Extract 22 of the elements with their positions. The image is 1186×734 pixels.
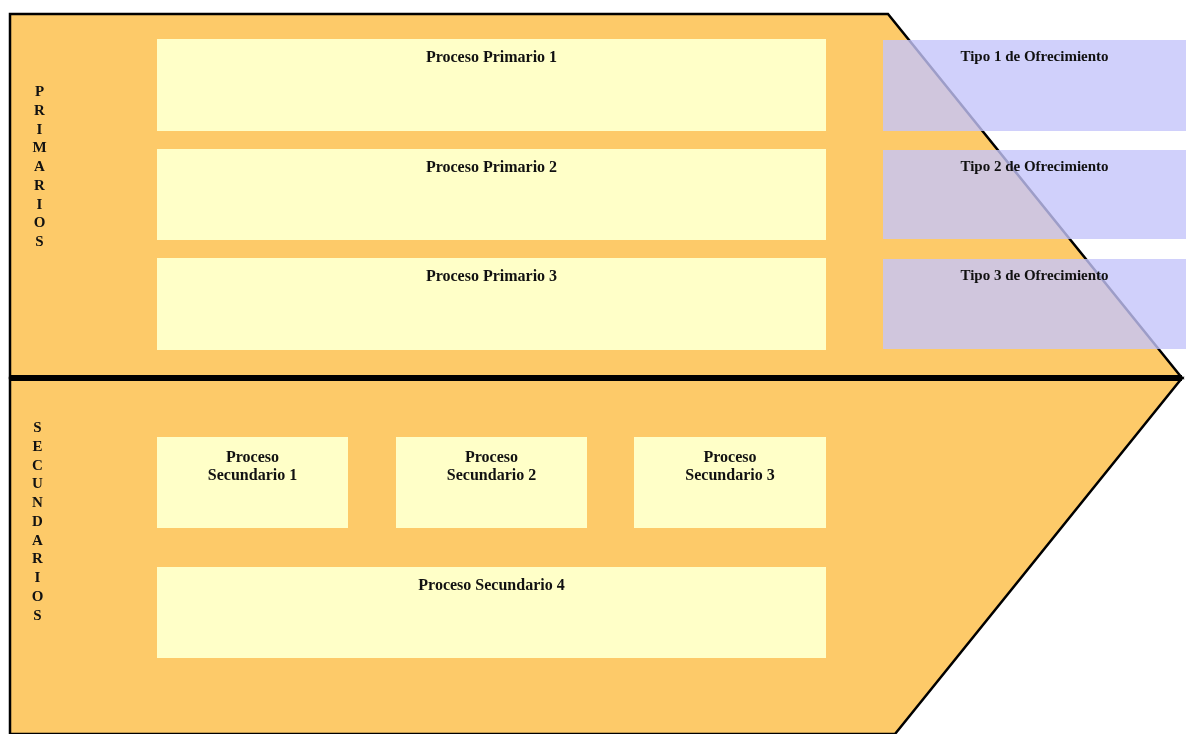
process-box	[157, 149, 826, 240]
box-label: Tipo 1 de Ofrecimiento	[960, 48, 1109, 65]
process-box	[157, 437, 348, 528]
box-label: Proceso Secundario 3	[684, 448, 776, 484]
chevron-band	[10, 378, 1183, 734]
box-label: Proceso Primario 2	[425, 158, 558, 176]
box-label: Tipo 3 de Ofrecimiento	[960, 267, 1109, 284]
process-box	[634, 437, 826, 528]
process-box	[157, 39, 826, 131]
box-label: Proceso Primario 3	[425, 267, 558, 285]
process-box	[396, 437, 587, 528]
band-label: SECUNDARIOS	[30, 418, 45, 625]
box-label: Proceso Secundario 4	[418, 576, 565, 594]
band-label: PRIMARIOS	[32, 82, 47, 251]
process-box	[157, 258, 826, 350]
process-box	[157, 567, 826, 658]
box-label: Tipo 2 de Ofrecimiento	[960, 158, 1109, 175]
offering-box	[883, 40, 1186, 131]
offering-box	[883, 150, 1186, 239]
box-label: Proceso Primario 1	[425, 48, 558, 66]
box-label: Proceso Secundario 1	[206, 448, 299, 484]
box-label: Proceso Secundario 2	[445, 448, 538, 484]
